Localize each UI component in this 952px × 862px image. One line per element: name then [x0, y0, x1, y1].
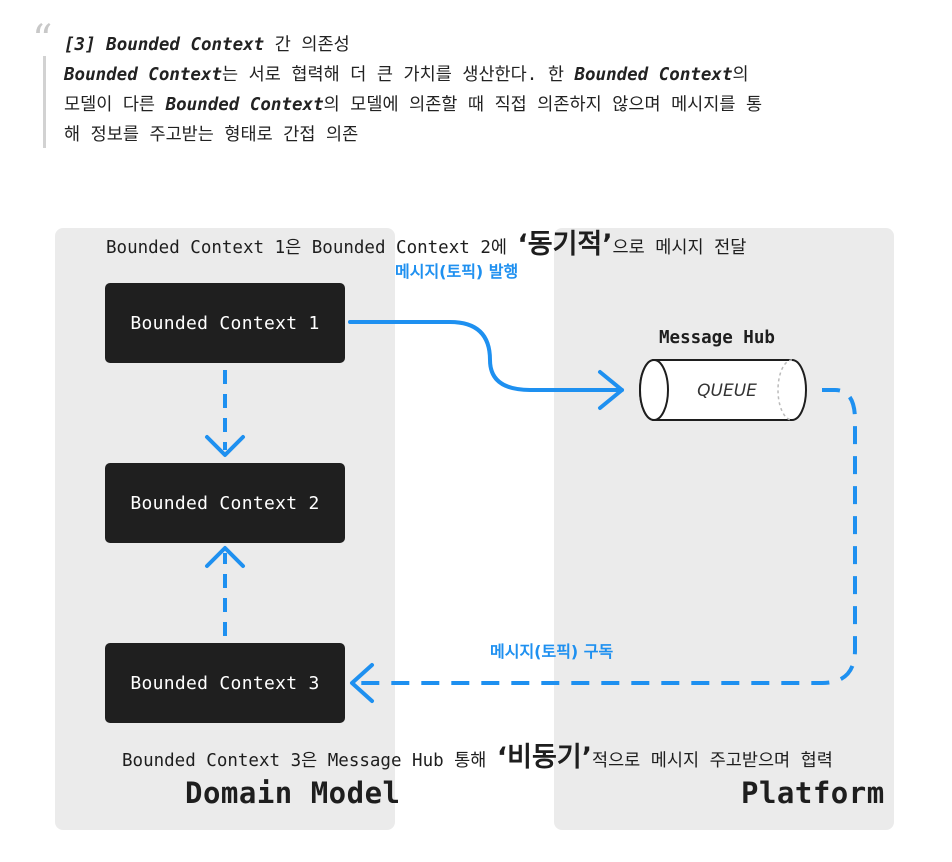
sync-caption-pre: Bounded Context 1은 Bounded Context 2에: [106, 238, 518, 258]
quote-block: [3] Bounded Context 간 의존성 Bounded Contex…: [64, 30, 894, 150]
quote-line-1: [3] Bounded Context 간 의존성: [64, 30, 894, 60]
domain-model-label: Domain Model: [185, 776, 401, 810]
quote-text: 모델이 다른: [64, 95, 166, 115]
sync-caption: Bounded Context 1은 Bounded Context 2에 ‘동…: [106, 222, 746, 261]
platform-label: Platform: [741, 776, 885, 810]
async-caption-emphasis: ‘비동기’: [496, 742, 592, 773]
quote-bc: Bounded Context: [106, 35, 265, 55]
quote-bc: Bounded Context: [165, 95, 324, 115]
quote-bar: [43, 56, 46, 148]
bounded-context-2-box: Bounded Context 2: [105, 463, 345, 543]
quote-bc: Bounded Context: [574, 65, 733, 85]
async-caption-post: 적으로 메시지 주고받으며 협력: [591, 751, 833, 771]
quote-text: 의 모델에 의존할 때 직접 의존하지 않으며 메시지를 통: [323, 95, 763, 115]
async-caption-pre: Bounded Context 3은 Message Hub 통해: [122, 751, 497, 771]
sync-caption-emphasis: ‘동기적’: [517, 229, 613, 260]
subscribe-arrow-up-head: [205, 546, 245, 568]
queue-label: QUEUE: [697, 381, 757, 401]
quote-text: 간 의존성: [264, 35, 350, 55]
quote-line-2: Bounded Context는 서로 협력해 더 큰 가치를 생산한다. 한 …: [64, 60, 894, 90]
quote-text: 는 서로 협력해 더 큰 가치를 생산한다. 한: [222, 65, 575, 85]
subscribe-label: 메시지(토픽) 구독: [490, 642, 614, 661]
quote-line-4: 해 정보를 주고받는 형태로 간접 의존: [64, 120, 894, 150]
queue-cylinder-icon: [639, 359, 807, 421]
message-hub-title: Message Hub: [659, 328, 775, 348]
quote-text: 의: [732, 65, 749, 85]
bounded-context-1-box: Bounded Context 1: [105, 283, 345, 363]
async-caption: Bounded Context 3은 Message Hub 통해 ‘비동기’적…: [122, 735, 833, 774]
quote-line-3: 모델이 다른 Bounded Context의 모델에 의존할 때 직접 의존하…: [64, 90, 894, 120]
platform-panel: [554, 228, 894, 830]
publish-label: 메시지(토픽) 발행: [395, 262, 519, 281]
sync-caption-post: 으로 메시지 전달: [612, 238, 747, 258]
quote-prefix: [3]: [64, 35, 107, 55]
publish-arrow-head: [598, 370, 624, 410]
quote-bc: Bounded Context: [64, 65, 223, 85]
publish-arrow: [348, 320, 624, 392]
quote-text: 해 정보를 주고받는 형태로 간접 의존: [64, 125, 359, 145]
bounded-context-3-box: Bounded Context 3: [105, 643, 345, 723]
quote-mark-icon: “: [32, 17, 53, 63]
sync-arrow-head: [205, 435, 245, 457]
subscribe-arrow-head: [350, 663, 374, 703]
